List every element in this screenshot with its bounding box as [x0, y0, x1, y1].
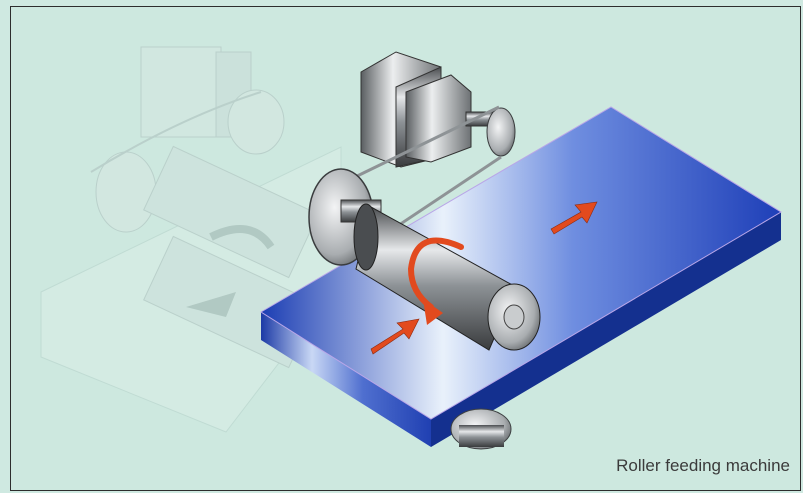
- motor-icon: [360, 51, 502, 168]
- roller-icon: [353, 203, 541, 351]
- lower-roller: [450, 408, 512, 450]
- diagram-frame: Roller feeding machine: [10, 6, 801, 491]
- rotation-arrow-icon: [407, 237, 464, 325]
- feed-arrow-icon: [370, 201, 598, 355]
- pulley-icon: [486, 107, 516, 157]
- ghost-machine: [40, 46, 342, 433]
- roller-feeding-illustration: [40, 46, 782, 450]
- caption: Roller feeding machine: [616, 456, 790, 475]
